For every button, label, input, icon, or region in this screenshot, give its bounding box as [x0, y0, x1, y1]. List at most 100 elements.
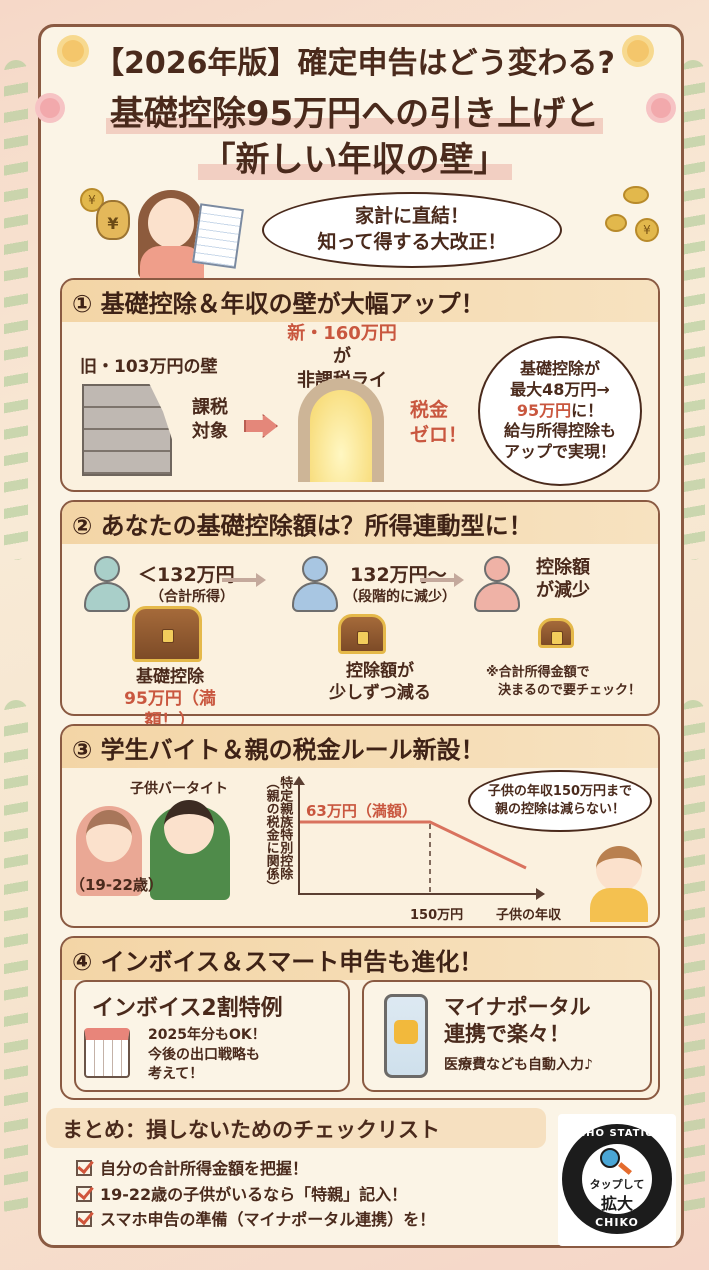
- invoice-line: 考えて！: [148, 1066, 204, 1083]
- badge-zoom-text: 拡大: [600, 1194, 633, 1213]
- person-icon-mid: [292, 556, 338, 612]
- checklist-item[interactable]: 自分の合計所得金額を把握！: [76, 1156, 435, 1182]
- bubble-line: 基礎控除が: [519, 359, 600, 378]
- step2-note: （段階的に減少）: [344, 589, 456, 605]
- section-4-title: ④ インボイス＆スマート申告も進化！: [62, 938, 658, 980]
- checklist-item-text: 19-22歳の子供がいるなら「特親」記入！: [100, 1184, 408, 1204]
- child-face: [164, 800, 214, 854]
- summary-title: まとめ：損しないためのチェックリスト: [62, 1118, 440, 1142]
- person-icon-low: [84, 556, 130, 612]
- taxable-line: 対象: [192, 421, 228, 443]
- chart-y-label: 特定親族特別控除（親の税金に関係）: [263, 776, 293, 893]
- checkbox-checked-icon[interactable]: [76, 1160, 92, 1176]
- girl-face: [596, 846, 642, 892]
- speech-line: 知って得する大改正！: [317, 231, 507, 253]
- chart-x-label: 子供の年収: [496, 908, 562, 923]
- vine-decoration: [4, 700, 28, 1220]
- money-bag-icon: ¥: [96, 200, 130, 240]
- step3-label-line: が減少: [536, 580, 590, 602]
- checklist: 自分の合計所得金額を把握！ 19-22歳の子供がいるなら「特親」記入！ スマホ申…: [76, 1156, 435, 1233]
- mynaportal-heading-line: 連携で楽々！: [444, 1022, 570, 1047]
- bubble-suffix: に！: [571, 400, 604, 420]
- section-3-title: ③ 学生バイト＆親の税金ルール新設！: [62, 726, 658, 768]
- child-part-time-label: 子供バータイト: [130, 781, 228, 797]
- arrow-icon: [420, 573, 464, 587]
- step1-note: （合計所得）: [150, 589, 234, 605]
- badge-bottom-text: CHIKO: [595, 1216, 639, 1229]
- badge-tap-text: タップして: [589, 1178, 645, 1191]
- taxable-line: 課税: [192, 397, 228, 418]
- step2-result: 控除額が 少しずつ減る: [300, 660, 460, 704]
- taxable-label: 課税 対象: [192, 396, 228, 445]
- step1-result-label: 基礎控除: [136, 667, 204, 687]
- child-speech-bubble: 子供の年収150万円まで 親の控除は減らない！: [468, 770, 652, 832]
- new-line-amount: 新・160万円: [287, 323, 397, 344]
- title-line-3: 「新しい年収の壁」: [0, 132, 709, 181]
- invoice-line: 今後の出口戦略も: [148, 1046, 260, 1063]
- checklist-item[interactable]: 19-22歳の子供がいるなら「特親」記入！: [76, 1182, 435, 1208]
- old-wall-label: 旧・103万円の壁: [80, 357, 218, 377]
- zero-tax-line: 税金: [410, 399, 449, 421]
- invoice-text: 2025年分もOK！ 今後の出口戦略も 考えて！: [148, 1026, 266, 1085]
- x-axis-arrow-icon: [536, 888, 545, 900]
- bubble-line: 給与所得控除も: [503, 421, 616, 441]
- step2-amount: 132万円〜: [350, 564, 447, 586]
- checklist-item-text: スマホ申告の準備（マイナポータル連携）を！: [100, 1210, 436, 1230]
- speech-bubble: 家計に直結！ 知って得する大改正！: [262, 192, 562, 268]
- summary-title-band: [46, 1108, 546, 1148]
- new-line-suffix: が: [333, 346, 351, 368]
- step3-label-line: 控除額: [536, 557, 590, 578]
- checklist-item-text: 自分の合計所得金額を把握！: [100, 1159, 309, 1178]
- mynaportal-heading: マイナポータル 連携で楽々！: [444, 994, 591, 1049]
- tax-form-icon: [192, 203, 244, 269]
- title-line-3-text: 「新しい年収の壁」: [197, 140, 512, 180]
- zero-tax-label: 税金 ゼロ！: [410, 398, 467, 447]
- zoom-badge[interactable]: ECHO STATION タップして 拡大 CHIKO: [558, 1114, 676, 1246]
- smartphone-icon: [384, 994, 428, 1078]
- chart-annotation: 63万円（満額）: [306, 802, 417, 820]
- bubble-line: 親の控除は減らない！: [494, 802, 625, 817]
- step1-amount: ＜132万円: [138, 564, 235, 586]
- badge-top-text: ECHO STATION: [569, 1128, 665, 1139]
- title-line-1: 【2026年版】確定申告はどう変わる?: [94, 46, 615, 81]
- checklist-item[interactable]: スマホ申告の準備（マイナポータル連携）を！: [76, 1207, 435, 1233]
- chart-x-tick: 150万円: [410, 908, 464, 923]
- deduction-bubble: 基礎控除が 最大48万円→ 95万円に！ 給与所得控除も アップで実現！: [478, 336, 642, 486]
- yen-coin-icon: ¥: [635, 218, 659, 242]
- checkbox-checked-icon[interactable]: [76, 1185, 92, 1202]
- step3-note-line: ※合計所得金額で: [486, 665, 590, 680]
- vine-decoration: [681, 60, 705, 560]
- coin-icon: [605, 214, 627, 232]
- yen-coin-icon: ¥: [80, 188, 104, 212]
- girl-shirt: [590, 888, 648, 922]
- vine-decoration: [681, 700, 705, 1220]
- treasure-chest-small-icon: [538, 618, 574, 648]
- bubble-line: 子供の年収150万円まで: [487, 783, 633, 799]
- magnifier-icon: [600, 1148, 620, 1168]
- treasure-chest-medium-icon: [338, 614, 386, 654]
- checkbox-checked-icon[interactable]: [76, 1211, 92, 1228]
- age-label: （19-22歳）: [70, 876, 163, 894]
- bubble-line: アップで実現！: [503, 442, 616, 462]
- invoice-heading: インボイス2割特例: [92, 996, 283, 1021]
- parent-face: [86, 810, 132, 862]
- step2-result-line: 控除額が: [346, 661, 414, 681]
- step3-note: ※合計所得金額で 決まるので要チェック！: [486, 664, 641, 700]
- person-icon-high: [474, 556, 520, 612]
- glowing-arch-icon: [298, 378, 384, 482]
- woman-face: [148, 198, 194, 248]
- arrow-icon: [222, 573, 266, 587]
- title-line-2: 基礎控除95万円への引き上げと: [0, 86, 709, 135]
- flower-icon: [651, 98, 671, 118]
- y-axis-arrow-icon: [293, 776, 305, 785]
- chart-x-axis: [298, 893, 538, 895]
- treasure-chest-large-icon: [132, 606, 202, 662]
- zero-tax-line: ゼロ！: [410, 423, 468, 446]
- calendar-icon: [84, 1028, 130, 1078]
- flower-icon: [62, 40, 84, 62]
- section-1-title: ① 基礎控除＆年収の壁が大幅アップ！: [62, 280, 658, 322]
- flower-icon: [627, 40, 649, 62]
- bubble-line: 最大48万円→: [510, 379, 610, 399]
- section-2-title: ② あなたの基礎控除額は？所得連動型に！: [62, 502, 658, 544]
- step1-result: 基礎控除 95万円（満額！）: [110, 666, 230, 732]
